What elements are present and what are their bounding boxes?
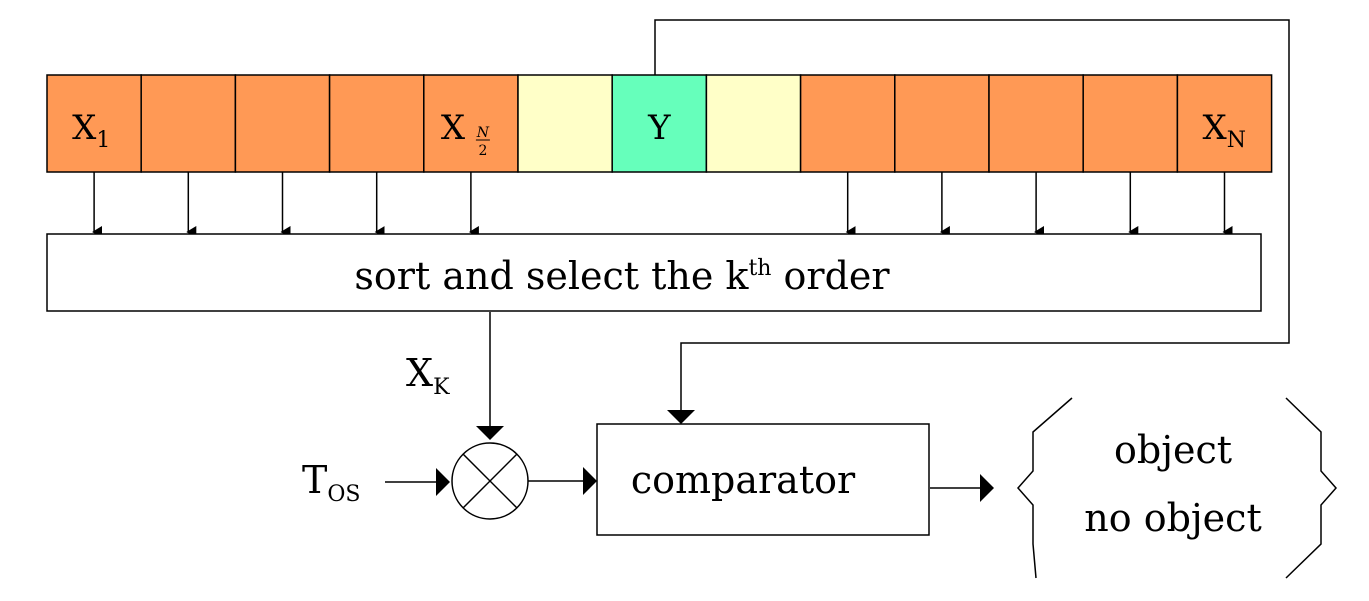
tos-label: TOS	[302, 458, 360, 507]
sort-select-box: sort and select the kth order	[46, 233, 1262, 312]
output-object: object	[1114, 428, 1232, 472]
xk-label: XK	[406, 351, 450, 400]
guard-cell	[705, 74, 802, 173]
reference-cell	[799, 74, 896, 173]
fraction-numerator: N	[476, 125, 490, 141]
reference-cell	[988, 74, 1084, 173]
cell-to-sort-arrows	[92, 172, 1233, 238]
sort-select-label: sort and select the kth order	[354, 254, 890, 298]
product-arrowhead	[583, 467, 597, 495]
product-signal-line	[528, 467, 597, 495]
decision-signal-line	[930, 474, 994, 502]
output-braces	[1016, 397, 1338, 579]
reference-cell	[328, 74, 425, 173]
reference-cell: X1	[46, 74, 142, 173]
xk-arrowhead	[476, 426, 504, 440]
feedback-arrowhead	[667, 410, 695, 424]
cell-label: X	[441, 108, 466, 148]
test-cell: Y	[611, 74, 708, 173]
cell-label: X1	[72, 108, 110, 153]
multiplier-circle-cross-icon	[451, 442, 529, 520]
reference-cell: XN	[1176, 74, 1273, 173]
test-cell-feedback-line	[654, 19, 1290, 424]
reference-cell	[140, 74, 237, 173]
reference-cell	[234, 74, 331, 173]
fraction-denominator: 2	[478, 143, 487, 159]
cell-label: Y	[647, 108, 671, 148]
comparator-label: comparator	[631, 458, 856, 502]
reference-cell	[1082, 74, 1179, 173]
reference-cell	[894, 74, 990, 173]
xk-signal-line	[476, 312, 504, 440]
decision-arrowhead	[980, 474, 994, 502]
tos-signal-line	[385, 468, 450, 496]
comparator-box: comparator	[596, 423, 930, 536]
cell-label: XN	[1203, 108, 1246, 153]
tos-arrowhead	[436, 468, 450, 496]
output-no-object: no object	[1084, 496, 1261, 540]
guard-cell	[517, 74, 613, 173]
